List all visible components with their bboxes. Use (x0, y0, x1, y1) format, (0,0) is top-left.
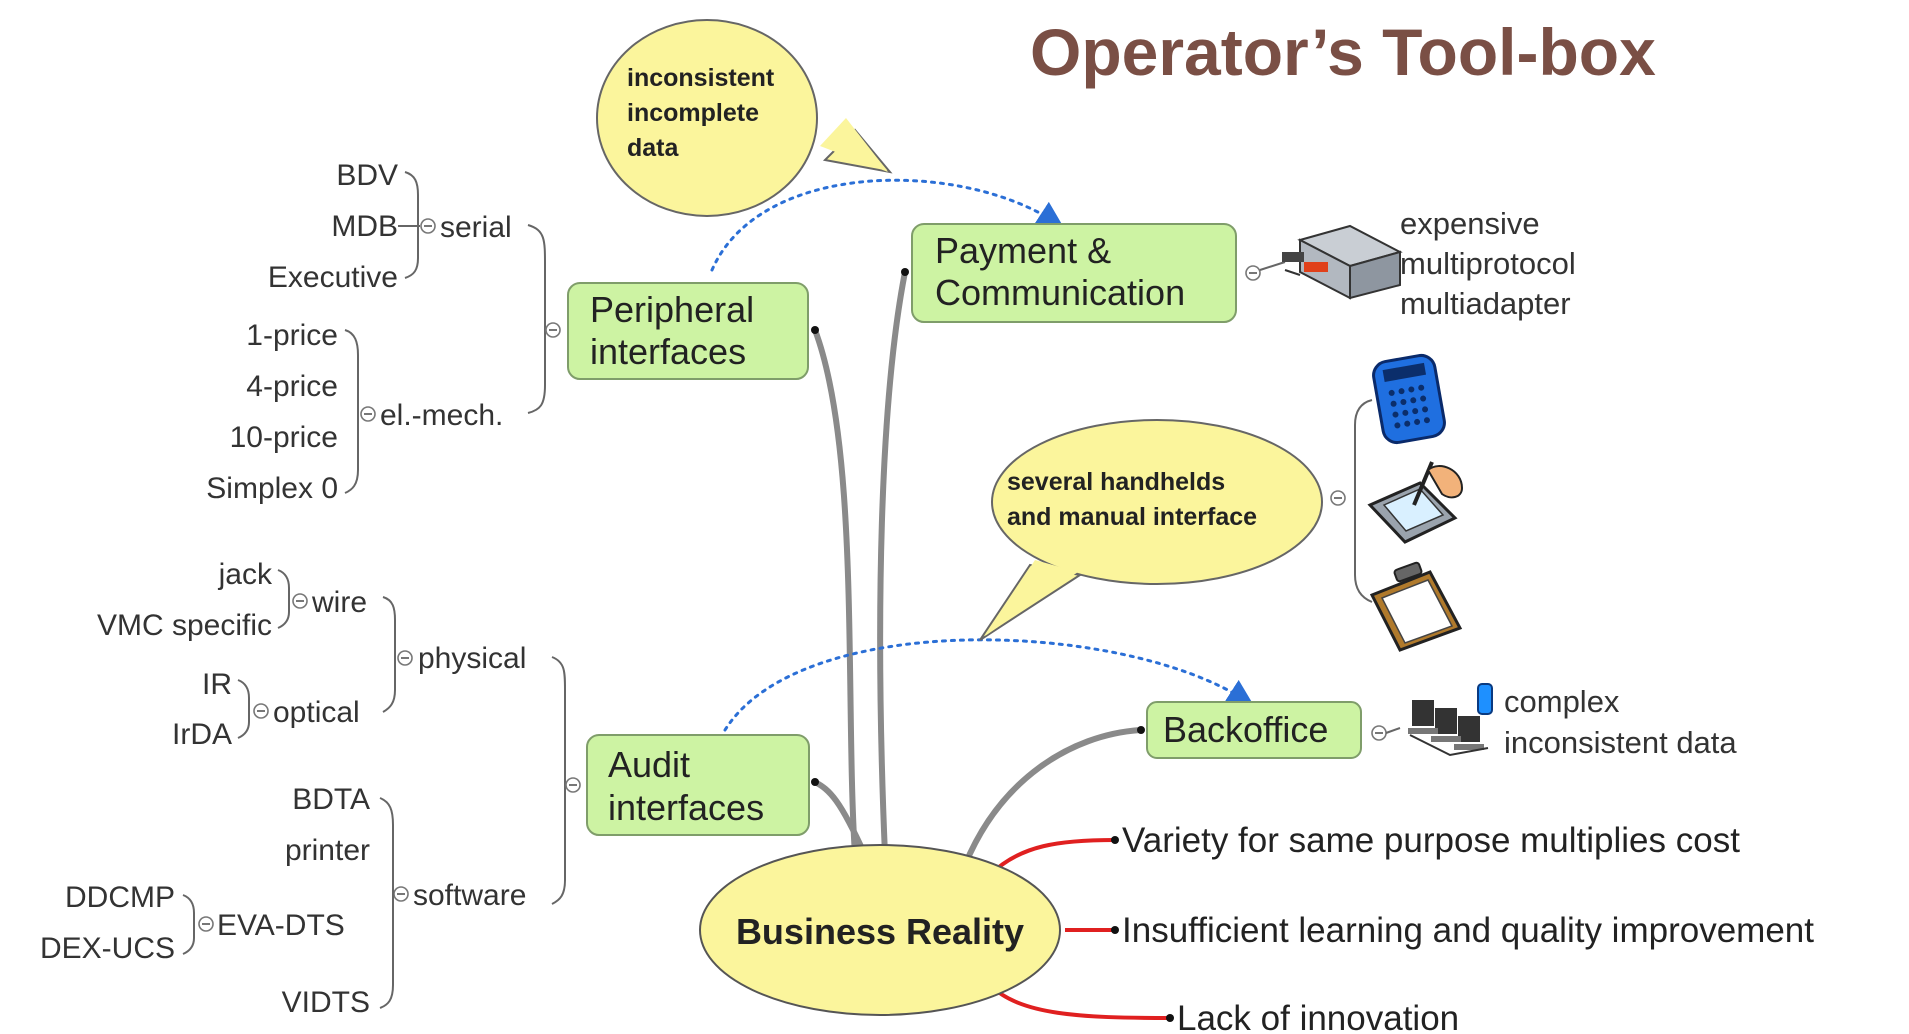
serial-item-executive: Executive (268, 261, 398, 294)
link-center-peripheral (812, 327, 858, 858)
calculator-handheld-icon (1372, 353, 1446, 445)
topic-audit-line1: Audit (608, 744, 690, 785)
topic-peripheral-interfaces[interactable]: Peripheral interfaces (567, 282, 809, 380)
handhelds-collapse-toggle[interactable] (1330, 490, 1346, 506)
peripheral-collapse-toggle[interactable] (545, 322, 561, 338)
audit-anchor-dot (811, 778, 819, 786)
physical-brace (382, 596, 396, 713)
networked-computers-icon (1408, 683, 1493, 757)
audit-collapse-toggle[interactable] (565, 777, 581, 793)
topic-peripheral-line2: interfaces (590, 331, 746, 372)
page-title: Operator’s Tool-box (1030, 15, 1656, 89)
consequence-1: Variety for same purpose multiplies cost (1122, 821, 1740, 860)
link-center-backoffice (962, 727, 1143, 868)
payment-note-line2: multiprotocol (1400, 246, 1576, 281)
callout-data-bubble: inconsistent incomplete data (596, 19, 893, 217)
relationship-audit-backoffice (723, 638, 1255, 732)
callout-data-line3: data (627, 134, 680, 162)
payment-collapse-toggle[interactable] (1245, 265, 1261, 281)
consequence-3: Lack of innovation (1177, 999, 1459, 1034)
backoffice-note-line1: complex (1504, 684, 1620, 719)
el-mech-item-1: 1-price (246, 319, 338, 352)
callout-handhelds-line1: several handhelds (1007, 468, 1225, 496)
branch-el-mech: el.-mech. (380, 399, 503, 432)
consequence-dot-1 (1111, 836, 1119, 844)
backoffice-collapse-toggle[interactable] (1371, 725, 1387, 741)
el-mech-item-3: 10-price (230, 421, 338, 454)
topic-peripheral-line1: Peripheral (590, 289, 754, 330)
topic-backoffice[interactable]: Backoffice (1146, 701, 1362, 759)
payment-icon-connector (1259, 261, 1286, 271)
topic-payment-line2: Communication (935, 272, 1185, 313)
center-node-label: Business Reality (736, 911, 1024, 952)
branch-eva-dts: EVA-DTS (217, 909, 345, 942)
callout-data-line2: incomplete (627, 99, 759, 127)
optical-brace (237, 679, 250, 739)
software-item-printer: printer (285, 834, 370, 867)
backoffice-note-line2: inconsistent data (1504, 725, 1737, 760)
optical-item-ir: IR (202, 668, 232, 701)
eva-dts-brace (182, 894, 195, 955)
callout-data-line1: inconsistent (627, 64, 775, 92)
wire-item-jack: jack (218, 558, 273, 591)
peripheral-brace (527, 224, 546, 414)
el-mech-item-2: 4-price (246, 370, 338, 403)
el-mech-collapse-toggle[interactable] (360, 406, 376, 422)
wire-brace (277, 569, 290, 629)
clipboard-icon (1369, 561, 1463, 652)
backoffice-icon-connector (1385, 727, 1401, 734)
topic-audit-interfaces[interactable]: Audit interfaces (586, 734, 810, 836)
payment-note-line3: multiadapter (1400, 286, 1571, 321)
consequence-2: Insufficient learning and quality improv… (1122, 911, 1814, 950)
backoffice-anchor-dot (1137, 726, 1145, 734)
topic-payment-line1: Payment & (935, 230, 1111, 271)
pen-tablet-icon (1367, 461, 1464, 544)
software-brace (379, 797, 394, 1009)
wire-item-vmc: VMC specific (97, 609, 272, 642)
topic-audit-line2: interfaces (608, 787, 764, 828)
eva-dts-item-ddcmp: DDCMP (65, 881, 175, 914)
callout-handhelds-line2: and manual interface (1007, 503, 1257, 531)
callout-handhelds-bubble: several handhelds and manual interface (979, 419, 1323, 641)
physical-collapse-toggle[interactable] (397, 650, 413, 666)
optical-item-irda: IrDA (172, 718, 232, 751)
eva-dts-item-dex-ucs: DEX-UCS (40, 932, 175, 965)
software-item-vidts: VIDTS (282, 986, 370, 1019)
link-center-audit (812, 779, 868, 858)
payment-anchor-dot (901, 268, 909, 276)
branch-serial: serial (440, 211, 512, 244)
serial-item-bdv: BDV (336, 159, 398, 192)
center-node[interactable]: Business Reality (699, 844, 1061, 1016)
relationship-peripheral-payment (710, 178, 1065, 272)
branch-optical: optical (273, 696, 360, 729)
topic-payment-communication[interactable]: Payment & Communication (911, 223, 1237, 323)
audit-brace (551, 656, 566, 905)
wire-collapse-toggle[interactable] (292, 593, 308, 609)
el-mech-item-4: Simplex 0 (206, 472, 338, 505)
handhelds-brace (1354, 399, 1373, 603)
branch-software: software (413, 879, 526, 912)
el-mech-brace (344, 329, 359, 494)
topic-backoffice-label: Backoffice (1163, 709, 1328, 750)
payment-note-line1: expensive (1400, 206, 1540, 241)
peripheral-anchor-dot (811, 326, 819, 334)
serial-item-mdb: MDB (331, 210, 398, 243)
software-collapse-toggle[interactable] (393, 886, 409, 902)
optical-collapse-toggle[interactable] (253, 703, 269, 719)
eva-dts-collapse-toggle[interactable] (198, 916, 214, 932)
adapter-device-icon (1282, 224, 1403, 300)
link-center-payment (877, 269, 908, 858)
consequence-dot-2 (1111, 926, 1119, 934)
branch-physical: physical (418, 642, 526, 675)
link-consequence-3 (988, 983, 1171, 1020)
consequence-dot-3 (1166, 1014, 1174, 1022)
branch-wire: wire (311, 586, 367, 619)
software-item-bdta: BDTA (292, 783, 370, 816)
serial-collapse-toggle[interactable] (420, 218, 436, 234)
